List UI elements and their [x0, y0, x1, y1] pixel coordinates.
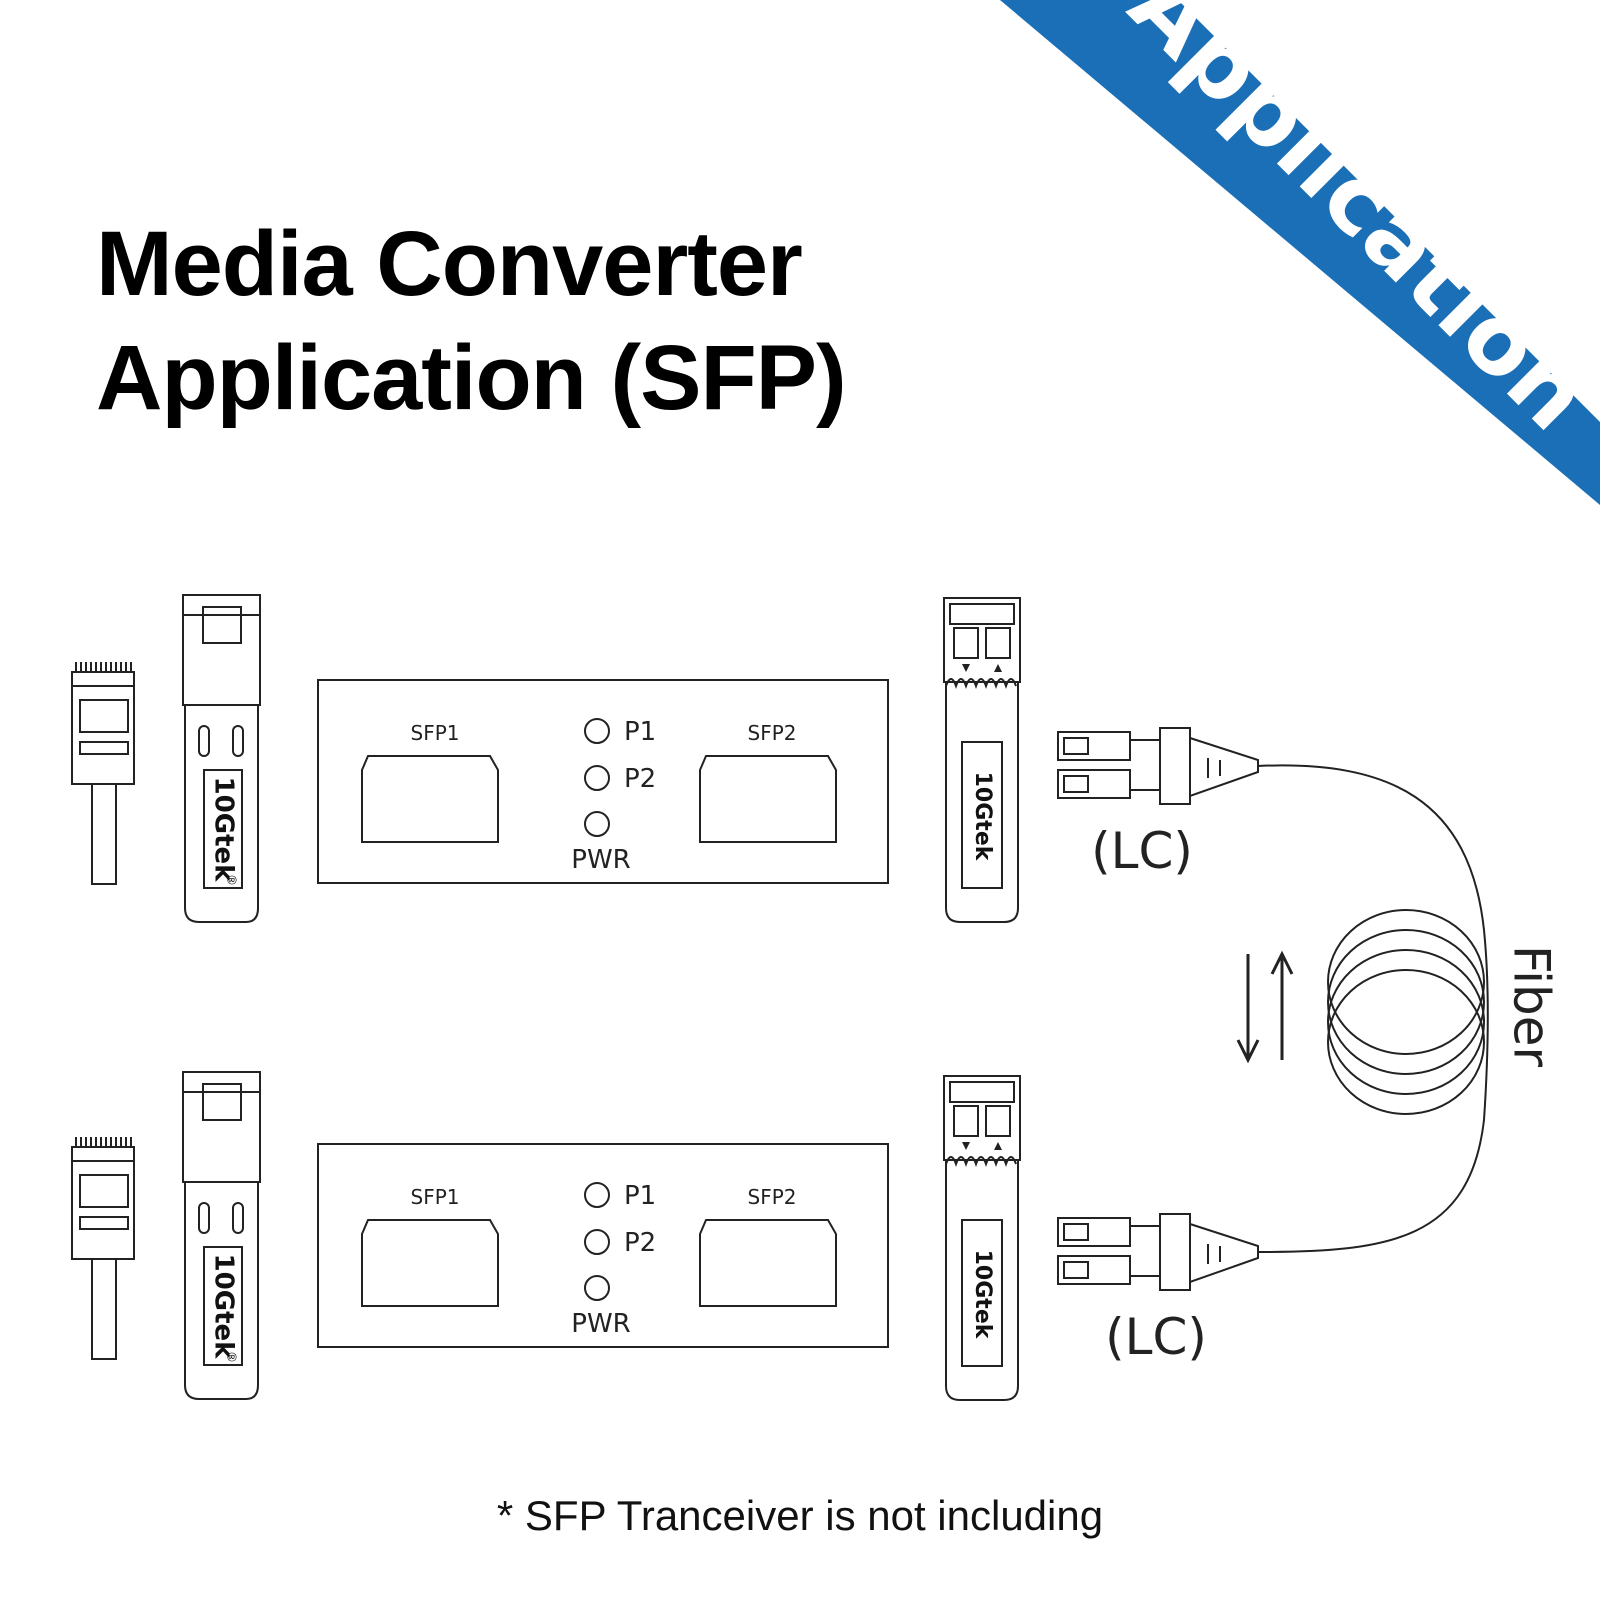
banner-label: Application — [1108, 0, 1600, 452]
fiber-coil-icon — [1257, 764, 1489, 1253]
module-brand-label: 10Gtek — [970, 1250, 995, 1340]
lc-connector-icon — [1057, 1213, 1259, 1291]
sfp-optical-module-icon — [943, 597, 1021, 923]
rj45-plug-icon — [71, 661, 135, 885]
led-label-pwr: PWR — [571, 1309, 630, 1339]
sfp1-slot — [361, 755, 499, 843]
port-label-sfp2: SFP2 — [748, 1185, 797, 1209]
media-converter-bottom: SFP1 SFP2 P1 P2 PWR — [317, 1143, 889, 1348]
led-pwr — [584, 811, 610, 837]
module-registered-mark: ® — [225, 1351, 239, 1363]
module-registered-mark: ® — [225, 874, 239, 886]
led-pwr — [584, 1275, 610, 1301]
port-label-sfp1: SFP1 — [411, 721, 460, 745]
sfp2-slot — [699, 1219, 837, 1307]
led-label-p2: P2 — [624, 764, 656, 794]
sfp1-slot — [361, 1219, 499, 1307]
led-p1 — [584, 718, 610, 744]
led-p1 — [584, 1182, 610, 1208]
module-brand-label: 10Gtek — [209, 1254, 239, 1360]
page-title-line1: Media Converter — [96, 213, 803, 315]
led-label-p1: P1 — [624, 717, 656, 747]
lc-connector-icon — [1057, 727, 1259, 805]
bidirectional-arrows-icon — [1236, 950, 1294, 1064]
led-label-p1: P1 — [624, 1181, 656, 1211]
led-p2 — [584, 765, 610, 791]
sfp-optical-module-icon — [943, 1075, 1021, 1401]
sfp2-slot — [699, 755, 837, 843]
led-label-p2: P2 — [624, 1228, 656, 1258]
media-converter-top: SFP1 SFP2 P1 P2 PWR — [317, 679, 889, 884]
fiber-label: Fiber — [1503, 945, 1561, 1068]
page-title-line2: Application (SFP) — [96, 327, 847, 429]
lc-connector-label: (LC) — [1105, 1308, 1207, 1366]
led-label-pwr: PWR — [571, 845, 630, 875]
lc-connector-label: (LC) — [1091, 822, 1193, 880]
port-label-sfp2: SFP2 — [748, 721, 797, 745]
led-p2 — [584, 1229, 610, 1255]
module-brand-label: 10Gtek — [209, 777, 239, 883]
rj45-plug-icon — [71, 1136, 135, 1360]
application-banner — [1000, 0, 1600, 505]
port-label-sfp1: SFP1 — [411, 1185, 460, 1209]
module-brand-label: 10Gtek — [970, 772, 995, 862]
footnote: * SFP Tranceiver is not including — [496, 1492, 1104, 1539]
